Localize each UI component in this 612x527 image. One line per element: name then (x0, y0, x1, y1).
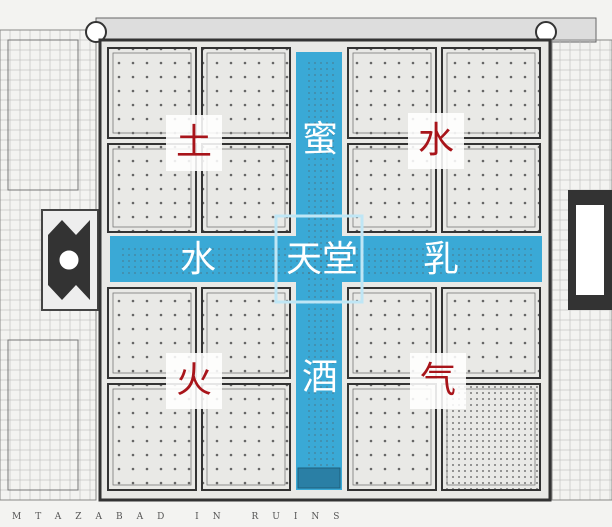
axis-label-east: 乳 (422, 239, 459, 280)
quadrant-label-bottom-left: 火 (166, 353, 222, 409)
garden-bed-border (206, 388, 286, 486)
map-caption: MTAZABAD IN RUINS (12, 512, 354, 522)
quadrant-label-bottom-right: 气 (410, 353, 466, 409)
left-building (0, 29, 99, 501)
central-pool (274, 214, 364, 304)
garden-bed-border (206, 148, 286, 228)
garden-bed-border (206, 292, 286, 374)
garden-bed-border (352, 148, 432, 228)
garden-bed-border (446, 52, 536, 134)
north-wall (85, 17, 597, 43)
garden-bed-border (352, 292, 432, 374)
quadrant-label-top-left: 土 (166, 115, 222, 171)
garden-bed-border (446, 148, 536, 228)
axis-label-center: 天堂 (285, 239, 358, 280)
axis-label-north: 蜜 (301, 119, 338, 160)
axis-label-south: 酒 (301, 357, 338, 398)
garden-bed-border (112, 148, 192, 228)
garden-bed-border (112, 388, 192, 486)
garden-bed-border (352, 52, 432, 134)
garden-bed-border (446, 388, 536, 486)
garden-bed-border (352, 388, 432, 486)
garden-bed-border (112, 292, 192, 374)
quadrant-label-top-right: 水 (408, 113, 464, 169)
right-building (551, 39, 612, 501)
garden-bed-border (206, 52, 286, 134)
garden-bed-border (446, 292, 536, 374)
garden-bed-border (112, 52, 192, 134)
axis-label-west: 水 (179, 239, 216, 280)
